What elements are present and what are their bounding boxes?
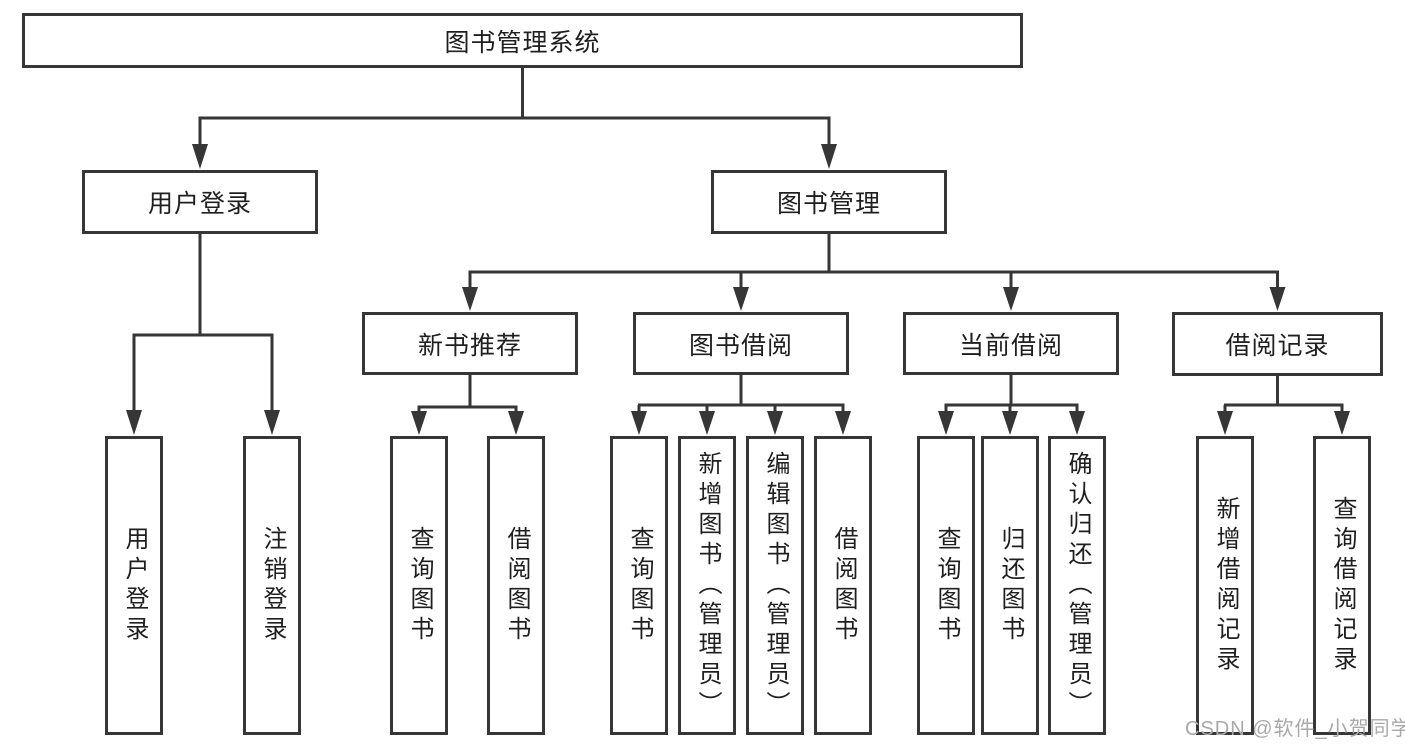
arrow-down-icon	[192, 144, 208, 169]
node-label: 编辑图书（管理员）	[762, 450, 789, 721]
node-label: 新增借阅记录	[1212, 495, 1239, 676]
connector-current-to-children	[944, 375, 1079, 416]
arrow-down-icon	[821, 144, 837, 169]
connector-newbook-to-children	[417, 375, 518, 416]
leaf-logout: 注销登录	[243, 436, 301, 735]
node-label: 查询借阅记录	[1329, 495, 1356, 676]
arrow-down-icon	[1003, 287, 1019, 311]
arrow-down-icon	[462, 287, 478, 311]
node-borrow-record: 借阅记录	[1172, 312, 1383, 376]
node-label: 归还图书	[997, 525, 1024, 646]
node-label: 借阅记录	[1225, 332, 1330, 360]
leaf-query-book: 查询图书	[390, 436, 448, 735]
node-label: 注销登录	[259, 525, 286, 646]
leaf-user-login: 用户登录	[105, 436, 163, 735]
leaf-query-borrow-record: 查询借阅记录	[1313, 436, 1371, 735]
arrow-down-icon	[1269, 287, 1286, 311]
arrow-down-icon	[411, 411, 427, 435]
arrow-down-icon	[699, 411, 715, 435]
arrow-down-icon	[1217, 411, 1233, 435]
arrow-down-icon	[631, 411, 647, 435]
leaf-return-book: 归还图书	[981, 436, 1039, 735]
arrow-down-icon	[1002, 411, 1018, 435]
leaf-confirm-return-admin: 确认归还（管理员）	[1048, 436, 1106, 735]
arrow-down-icon	[264, 410, 280, 435]
node-label: 新增图书（管理员）	[694, 450, 721, 721]
arrow-down-icon	[767, 411, 783, 435]
connector-record-to-children	[1223, 376, 1344, 416]
node-label: 查询图书	[933, 525, 960, 646]
node-label: 图书借阅	[688, 331, 793, 360]
node-library-system: 图书管理系统	[22, 13, 1023, 68]
node-label: 查询图书	[626, 525, 653, 646]
arrow-down-icon	[938, 411, 954, 435]
arrow-down-icon	[733, 287, 749, 311]
node-label: 查询图书	[406, 525, 433, 646]
node-label: 当前借阅	[958, 331, 1063, 360]
arrow-down-icon	[508, 411, 524, 435]
node-book-borrow: 图书借阅	[633, 312, 849, 375]
leaf-query-book: 查询图书	[610, 436, 668, 735]
node-label: 借阅图书	[503, 525, 530, 646]
node-current-borrow: 当前借阅	[903, 312, 1119, 375]
csdn-watermark: CSDN @软件_小贺同学	[1185, 718, 1405, 740]
arrow-down-icon	[126, 410, 142, 435]
connector-borrow-to-children	[637, 375, 845, 416]
node-label: 确认归还（管理员）	[1064, 450, 1091, 721]
leaf-edit-book-admin: 编辑图书（管理员）	[746, 436, 804, 735]
node-user-login: 用户登录	[82, 170, 318, 234]
node-label: 用户登录	[147, 190, 252, 218]
arrow-down-icon	[835, 411, 851, 435]
leaf-borrow-book: 借阅图书	[487, 436, 545, 735]
node-label: 图书管理	[776, 190, 881, 218]
connector-mgmt-to-level3	[468, 234, 1279, 293]
leaf-borrow-book: 借阅图书	[814, 436, 872, 735]
node-label: 借阅图书	[830, 525, 857, 646]
arrow-down-icon	[1069, 411, 1085, 435]
node-new-book-recommend: 新书推荐	[362, 312, 578, 375]
connector-root-to-level2	[198, 68, 831, 150]
leaf-add-borrow-record: 新增借阅记录	[1196, 436, 1254, 735]
node-label: 新书推荐	[417, 331, 522, 360]
node-book-management: 图书管理	[711, 170, 947, 234]
node-label: 图书管理系统	[444, 28, 601, 57]
connector-login-to-children	[132, 234, 274, 418]
node-label: 用户登录	[121, 525, 148, 646]
arrow-down-icon	[1334, 411, 1350, 435]
leaf-query-book: 查询图书	[917, 436, 975, 735]
leaf-add-book-admin: 新增图书（管理员）	[678, 436, 736, 735]
